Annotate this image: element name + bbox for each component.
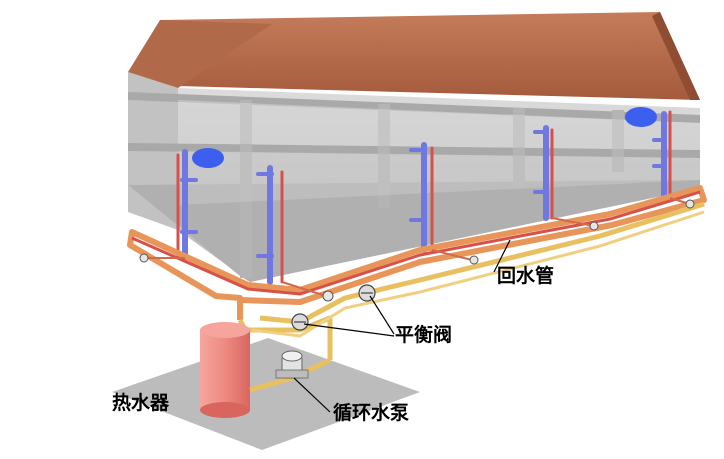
pump-icon (275, 350, 309, 379)
riser-1 (176, 149, 198, 261)
ground-slab (112, 338, 420, 450)
floor-band-1 (178, 100, 700, 150)
riser-4 (533, 125, 554, 221)
supply-pipe (127, 185, 707, 320)
supply-pipe-hot (131, 190, 701, 296)
riser-3 (409, 142, 434, 253)
floor-band-2 (178, 151, 700, 205)
water-tank-icon (625, 107, 657, 127)
risers (176, 110, 672, 285)
circulation-pump-label: 循环水泵 (333, 402, 410, 424)
branch-valves (139, 199, 695, 302)
leader-lines (293, 239, 511, 413)
riser-2 (256, 165, 284, 285)
water-heater-label: 热水器 (112, 392, 170, 414)
water-heater (200, 322, 250, 418)
balance-valve-label: 平衡阀 (395, 324, 453, 346)
floor-slab-upper (128, 92, 700, 123)
balance-valve-icon (358, 284, 376, 302)
return-pipe-label: 回水管 (497, 265, 555, 287)
riser-5 (652, 110, 672, 201)
roof-main (160, 12, 700, 100)
roof-ridge-end (652, 12, 700, 100)
return-pipe-lower (251, 210, 705, 338)
balance-valve-icon (291, 313, 309, 331)
roof-hip (128, 20, 272, 88)
water-tank-icon (192, 148, 224, 168)
roof (128, 12, 700, 100)
